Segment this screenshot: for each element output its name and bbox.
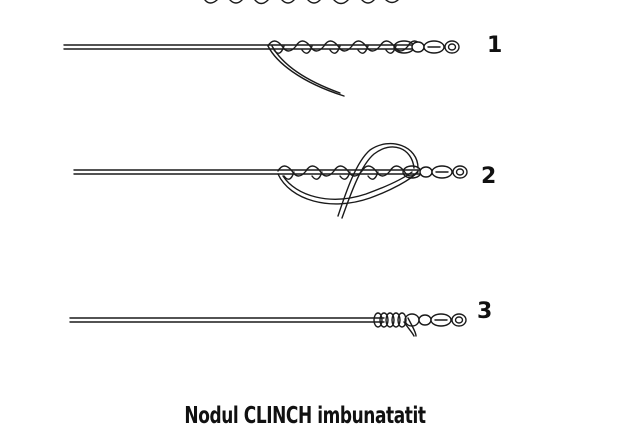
knot-coils (373, 312, 420, 337)
step-2-illustration: 2 (73, 142, 496, 219)
step-3-illustration: 3 (69, 299, 492, 337)
swivel-3 (418, 313, 467, 327)
step-1-illustration: 1 (63, 33, 502, 97)
step-3-number: 3 (477, 299, 492, 324)
step-2-number: 2 (481, 164, 496, 189)
swivel-2 (419, 165, 468, 179)
cropped-top-drawing (204, 0, 399, 5)
step-1-number: 1 (487, 33, 502, 58)
diagram-caption: Nodul CLINCH imbunatatit (184, 403, 426, 429)
swivel-1 (411, 40, 460, 54)
